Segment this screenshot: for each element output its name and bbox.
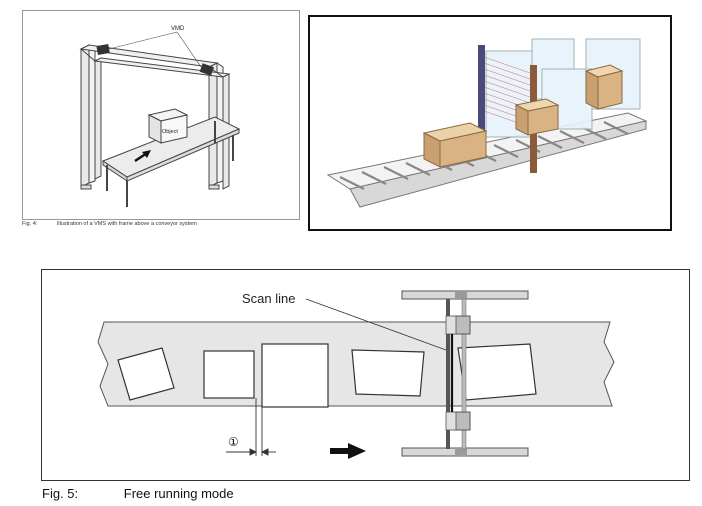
direction-arrow xyxy=(134,150,151,163)
object-large xyxy=(261,343,329,408)
package-box-middle xyxy=(514,98,560,136)
conveyor-rollers xyxy=(339,121,629,190)
object-at-scanner xyxy=(457,343,537,401)
light-curtain-panel xyxy=(308,15,672,231)
gap-dimension xyxy=(226,398,276,456)
light-curtain-illustration xyxy=(326,38,648,208)
object-square xyxy=(203,350,255,399)
package-box-back xyxy=(584,64,624,110)
vmd-label: VMD xyxy=(171,26,185,32)
gap-marker-1: ① xyxy=(228,435,239,449)
fig4-caption: Fig. 4: Illustration of a VMS with frame… xyxy=(22,221,197,227)
scanner-frame xyxy=(401,290,529,457)
package-box-front xyxy=(422,122,488,168)
fig4-caption-number: Fig. 4: xyxy=(22,221,38,227)
vmd-sensor-right xyxy=(199,63,215,76)
vms-frame-illustration: VMD Object xyxy=(79,26,241,207)
fig5-panel: Scan line ① xyxy=(41,269,690,481)
object-slight-tilt xyxy=(351,349,425,397)
scan-line-leader xyxy=(305,298,447,351)
scan-line-label: Scan line xyxy=(242,291,295,306)
object-box xyxy=(147,108,189,144)
transport-direction-arrow xyxy=(330,443,366,459)
free-running-mode-diagram: Scan line ① xyxy=(97,290,615,459)
fig5-caption-text: Free running mode xyxy=(123,486,234,501)
fig5-caption: Fig. 5: Free running mode xyxy=(42,486,234,501)
fig4-panel: VMD Object xyxy=(22,10,300,220)
fig5-caption-number: Fig. 5: xyxy=(42,486,79,501)
light-curtain-sender xyxy=(478,45,485,151)
object-tilted-left xyxy=(117,347,175,401)
object-label: Object xyxy=(162,129,178,135)
vmd-sensor-left xyxy=(96,44,110,55)
fig4-caption-text: Illustration of a VMS with frame above a… xyxy=(56,221,197,227)
